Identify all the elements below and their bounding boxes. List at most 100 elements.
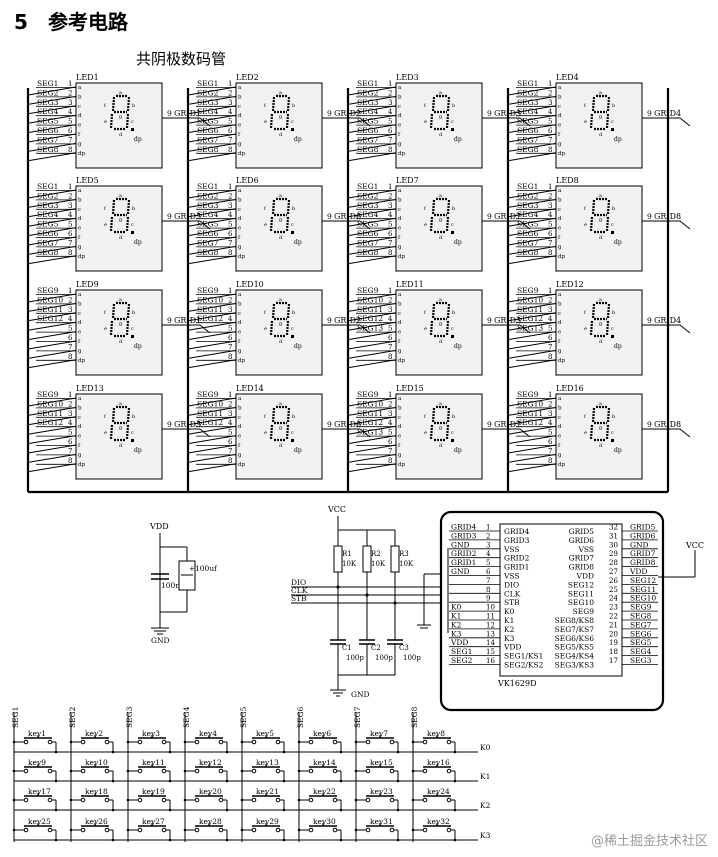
segment-b bbox=[446, 199, 451, 215]
column-label: SEG1 bbox=[11, 707, 20, 728]
pin-wire bbox=[507, 152, 557, 162]
ic-pin-label: SEG9 bbox=[573, 607, 595, 616]
segment-input-label: SEG5 bbox=[517, 220, 539, 229]
key-contact bbox=[218, 739, 224, 745]
pin-function-label: c bbox=[398, 415, 401, 421]
pin-number: 8 bbox=[68, 146, 72, 154]
grid-label: GRID1 bbox=[174, 109, 201, 118]
grid-label: GRID5 bbox=[174, 420, 201, 429]
key-switch: key26 bbox=[69, 817, 115, 842]
segment-letter: c bbox=[451, 326, 454, 332]
pin-function-label: g bbox=[398, 452, 402, 458]
pin-number: 5 bbox=[68, 118, 72, 126]
pin-function-label: a bbox=[558, 396, 562, 402]
junction-dot bbox=[411, 828, 415, 832]
pin-number: 3 bbox=[388, 410, 392, 418]
ic-pin-label: SEG5/KS5 bbox=[555, 643, 595, 652]
column-label: SEG7 bbox=[353, 706, 362, 728]
pin-wire bbox=[347, 133, 397, 143]
key-switch: key20 bbox=[183, 787, 229, 812]
grid-label: GRID5 bbox=[174, 212, 201, 221]
segment-input-label: SEG6 bbox=[197, 229, 219, 238]
segment-input-label: SEG7 bbox=[197, 238, 219, 247]
segment-b bbox=[286, 407, 291, 423]
ic-name: VK1629D bbox=[497, 679, 537, 688]
ic-pin-number: 4 bbox=[486, 550, 491, 558]
segment-letter: e bbox=[104, 222, 107, 228]
junction-dot bbox=[240, 828, 244, 832]
segment-letter: f bbox=[424, 206, 427, 212]
junction-dot bbox=[453, 808, 457, 812]
segment-input-label: SEG5 bbox=[357, 220, 379, 229]
led-name: LED12 bbox=[556, 280, 584, 289]
pin-number: 8 bbox=[68, 353, 72, 361]
key-label: key20 bbox=[199, 787, 222, 796]
key-contact bbox=[389, 768, 395, 774]
pin-wire bbox=[187, 453, 237, 463]
common-pin-number: 9 bbox=[487, 109, 492, 118]
led-name: LED9 bbox=[76, 280, 99, 289]
pin-number: 6 bbox=[68, 438, 73, 446]
segment-input-label: SEG11 bbox=[197, 409, 223, 418]
ic-pin-label: CLK bbox=[504, 589, 521, 598]
segment-letter: e bbox=[264, 119, 267, 125]
segment-input-label: SEG4 bbox=[517, 107, 539, 116]
pullup-network: VCCR110KC1100pR210KC2100pR310KC3100pGNDD… bbox=[291, 505, 484, 699]
grid-wire bbox=[679, 324, 691, 334]
led-name: LED13 bbox=[76, 384, 104, 393]
segment-letter: f bbox=[424, 414, 427, 420]
ic-net-label: GRID8 bbox=[630, 558, 656, 567]
segment-letter: f bbox=[424, 310, 427, 316]
segment-letter: d bbox=[439, 339, 443, 345]
pin-function-label: d bbox=[558, 216, 562, 222]
key-switch: key1 bbox=[12, 729, 58, 754]
ic-net-label: GND bbox=[630, 540, 649, 549]
segment-letter: d bbox=[279, 235, 283, 241]
pin-number: 8 bbox=[68, 249, 72, 257]
segment-e bbox=[109, 216, 114, 232]
segment-letter: b bbox=[612, 103, 615, 109]
row-label: K1 bbox=[480, 772, 490, 781]
ic-pin-label: K1 bbox=[504, 616, 514, 625]
segment-letter: d bbox=[439, 443, 443, 449]
pin-function-label: a bbox=[398, 292, 402, 298]
pin-number: 6 bbox=[228, 334, 233, 342]
pin-number: 8 bbox=[68, 457, 72, 465]
led-body bbox=[555, 82, 643, 169]
junction-dot bbox=[54, 750, 58, 754]
pin-wire bbox=[27, 293, 77, 303]
pin-function-label: e bbox=[558, 123, 561, 129]
pin-function-label: a bbox=[238, 188, 242, 194]
pin-function-label: b bbox=[558, 197, 562, 203]
segment-input-label: SEG12 bbox=[517, 418, 543, 427]
segment-input-label: SEG11 bbox=[37, 409, 63, 418]
key-switch: key15 bbox=[354, 758, 400, 783]
pin-number: 6 bbox=[548, 334, 553, 342]
key-label: key26 bbox=[85, 817, 108, 826]
key-label: key10 bbox=[85, 758, 108, 767]
segment-input-label: SEG12 bbox=[197, 314, 223, 323]
pin-function-label: a bbox=[558, 188, 562, 194]
key-label: key1 bbox=[28, 729, 46, 738]
pin-number: 5 bbox=[228, 118, 232, 126]
pin-number: 3 bbox=[68, 306, 72, 314]
key-contact bbox=[218, 797, 224, 803]
common-pin-number: 9 bbox=[647, 316, 652, 325]
pin-number: 4 bbox=[68, 419, 73, 427]
junction-dot bbox=[126, 769, 130, 773]
pin-number: 8 bbox=[228, 146, 232, 154]
segment-letter: e bbox=[264, 326, 267, 332]
segment-e bbox=[269, 320, 274, 336]
key-label: key24 bbox=[427, 787, 450, 796]
pin-function-label: f bbox=[238, 443, 241, 449]
pin-wire bbox=[347, 114, 397, 124]
pin-number: 5 bbox=[388, 429, 392, 437]
pin-number: 4 bbox=[228, 315, 233, 323]
pin-wire bbox=[347, 198, 397, 208]
decimal-point bbox=[451, 439, 454, 442]
segment-input-label: SEG6 bbox=[37, 126, 59, 135]
junction-dot bbox=[339, 838, 343, 842]
ic-pin-number: 25 bbox=[609, 586, 618, 594]
